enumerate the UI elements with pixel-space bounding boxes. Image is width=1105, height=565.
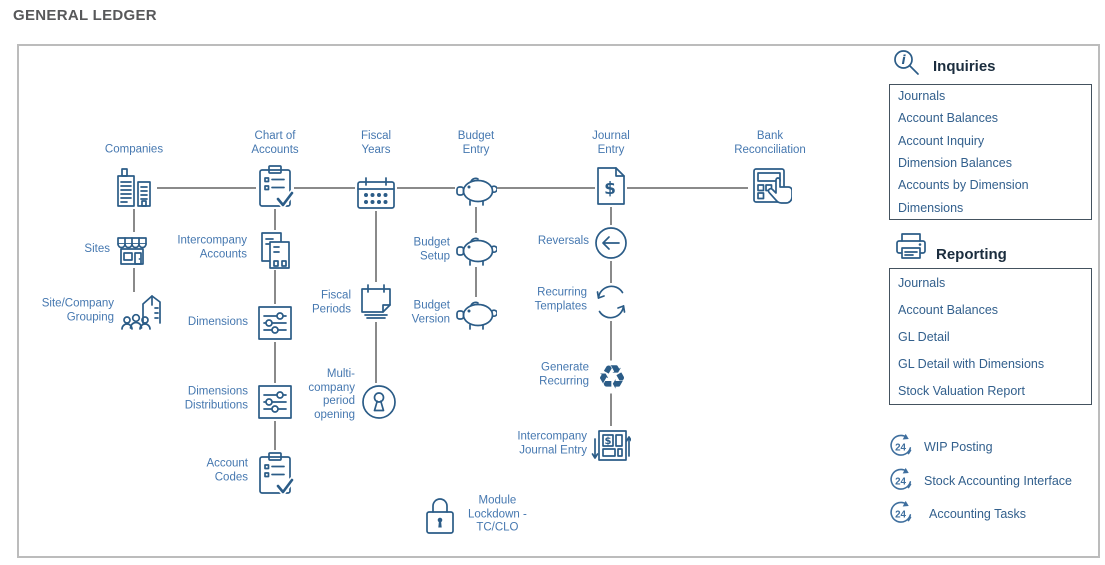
svg-text:24: 24 — [895, 476, 906, 487]
site-company-grouping-label[interactable]: Site/Company Grouping — [41, 297, 114, 323]
task-label: Stock Accounting Interface — [924, 474, 1073, 488]
report-item-account-balances[interactable]: Account Balances — [898, 302, 999, 317]
refresh-icon[interactable] — [592, 283, 630, 321]
task-stock-accounting-interface[interactable]: 24 Stock Accounting Interface — [887, 467, 1072, 495]
task-accounting-tasks[interactable]: 24 Accounting Tasks — [887, 500, 1026, 528]
sliders-icon[interactable] — [256, 304, 294, 342]
calculator-hand-icon[interactable] — [748, 165, 792, 209]
inquiry-item-journals[interactable]: Journals — [898, 89, 946, 104]
svg-text:$: $ — [604, 179, 616, 199]
generate-recurring-label[interactable]: Generate Recurring — [539, 361, 589, 387]
companies-label[interactable]: Companies — [104, 143, 164, 156]
recurring-templates-label[interactable]: Recurring Templates — [534, 286, 587, 312]
note-calendar-icon[interactable] — [357, 282, 395, 322]
inquiry-item-dimension-balances[interactable]: Dimension Balances — [898, 156, 1012, 171]
task-wip-posting[interactable]: 24 WIP Posting — [887, 433, 993, 461]
reversals-label[interactable]: Reversals — [537, 235, 589, 248]
storefront-icon[interactable] — [113, 232, 151, 268]
inquiry-item-dimensions[interactable]: Dimensions — [898, 200, 964, 215]
report-item-gl-detail[interactable]: GL Detail — [898, 329, 950, 344]
intercompany-journal-entry-label[interactable]: Intercompany Journal Entry — [517, 430, 587, 456]
sites-label[interactable]: Sites — [84, 243, 110, 256]
recycle-glyph: ♻ — [597, 357, 627, 397]
chart-of-accounts-label[interactable]: Chart of Accounts — [251, 129, 299, 156]
svg-text:24: 24 — [895, 509, 906, 520]
recycle-icon[interactable]: ♻ — [597, 357, 627, 397]
budget-setup-label[interactable]: Budget Setup — [413, 236, 450, 262]
task-label: WIP Posting — [924, 440, 993, 454]
piggy-bank-icon[interactable] — [455, 297, 497, 331]
arrow-left-circle-icon[interactable] — [593, 225, 629, 261]
dollar-document-icon[interactable]: $ — [595, 165, 627, 207]
inquiry-item-accounts-by-dimension[interactable]: Accounts by Dimension — [898, 178, 1029, 193]
inquiry-item-account-balances[interactable]: Account Balances — [898, 111, 999, 126]
clipboard-check-icon[interactable] — [256, 450, 294, 496]
fiscal-years-label[interactable]: Fiscal Years — [360, 129, 392, 156]
printer-icon — [894, 231, 928, 261]
svg-text:$: $ — [605, 436, 612, 447]
inquiry-item-account-inquiry[interactable]: Account Inquiry — [898, 133, 985, 148]
intercompany-accounts-label[interactable]: Intercompany Accounts — [177, 234, 247, 260]
keyhole-circle-icon[interactable] — [360, 383, 398, 421]
budget-entry-label[interactable]: Budget Entry — [457, 129, 495, 156]
sliders-icon[interactable] — [256, 383, 294, 421]
batch-cycle-icon: 24 — [890, 500, 912, 523]
budget-version-label[interactable]: Budget Version — [411, 299, 450, 325]
inquiries-header: Inquiries — [933, 58, 996, 75]
svg-text:i: i — [901, 53, 906, 67]
inquiries-panel: Journals Account Balances Account Inquir… — [889, 84, 1092, 220]
journal-entry-label[interactable]: Journal Entry — [592, 129, 630, 156]
account-codes-label[interactable]: Account Codes — [206, 457, 248, 483]
batch-cycle-icon: 24 — [890, 433, 912, 456]
ledger-pages-icon[interactable] — [258, 230, 292, 270]
module-lockdown-label[interactable]: Module Lockdown - TC/CLO — [468, 494, 527, 534]
people-building-icon[interactable] — [119, 292, 163, 334]
diagram-frame — [17, 44, 1100, 558]
report-item-journals[interactable]: Journals — [898, 275, 946, 290]
padlock-icon[interactable] — [423, 493, 457, 537]
batch-cycle-icon: 24 — [890, 467, 912, 490]
report-item-stock-valuation-report[interactable]: Stock Valuation Report — [898, 383, 1025, 398]
buildings-icon[interactable] — [111, 165, 157, 209]
dollar-transfer-icon[interactable]: $ — [591, 426, 631, 468]
svg-text:24: 24 — [895, 442, 906, 453]
reporting-header: Reporting — [936, 246, 1007, 263]
clipboard-check-icon[interactable] — [256, 163, 294, 209]
page-title: GENERAL LEDGER — [13, 7, 157, 24]
dimensions-distributions-label[interactable]: Dimensions Distributions — [184, 385, 248, 411]
info-magnifier-icon: i — [891, 48, 921, 78]
reporting-panel: Journals Account Balances GL Detail GL D… — [889, 268, 1092, 405]
bank-reconciliation-label[interactable]: Bank Reconciliation — [734, 129, 806, 156]
calendar-icon[interactable] — [355, 175, 397, 211]
task-label: Accounting Tasks — [929, 507, 1027, 521]
fiscal-periods-label[interactable]: Fiscal Periods — [312, 289, 351, 315]
dimensions-label[interactable]: Dimensions — [187, 316, 248, 329]
report-item-gl-detail-with-dimensions[interactable]: GL Detail with Dimensions — [898, 356, 1045, 371]
multi-company-period-opening-label[interactable]: Multi- company period opening — [308, 367, 355, 421]
piggy-bank-icon[interactable] — [455, 233, 497, 267]
piggy-bank-icon[interactable] — [455, 173, 497, 207]
